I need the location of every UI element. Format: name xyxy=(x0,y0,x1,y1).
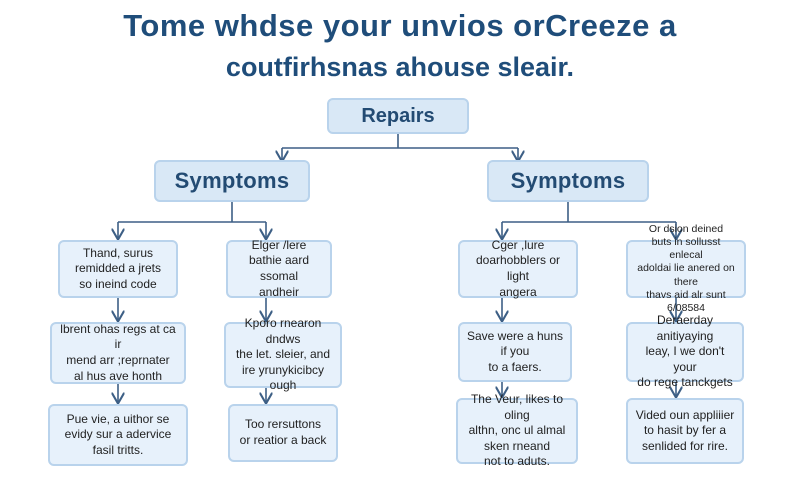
column-2-item-2-text: Kporo rnearon dndws the let. sleier, and… xyxy=(235,316,331,393)
column-2-item-3: Too rersuttons or reatior a back xyxy=(228,404,338,462)
column-3-item-1-text: Cger ,lure doarhobblers or light angera xyxy=(475,237,561,299)
root-connector xyxy=(282,132,518,149)
repairs-node-label: Repairs xyxy=(361,104,435,127)
column-1-item-2: lbrent ohas regs at ca ir mend arr ;repr… xyxy=(50,322,186,384)
column-2-item-3-text: Too rersuttons or reatior a back xyxy=(239,417,327,447)
column-1-item-3-text: Pue vie, a uithor se evidy sur a adervic… xyxy=(64,411,172,457)
repairs-node: Repairs xyxy=(327,98,469,134)
column-2-item-1: Elger /lere bathie aard ssomal andheir xyxy=(226,237,332,299)
column-3-item-2: Save were a huns if you to a faers. xyxy=(458,322,572,382)
diagram-title-line-1: Tome whdse your unvios orCreeze a xyxy=(123,8,677,43)
column-4-item-2: Deraerday anitiyaying leay, I we don't y… xyxy=(626,313,744,389)
diagram-title-line-2: coutfirhsnas ahouse sleair. xyxy=(225,52,575,82)
column-3-item-2-text: Save were a huns if you to a faers. xyxy=(466,328,564,374)
column-3-item-3: The Veur, likes to oling althn, onc ul a… xyxy=(456,392,578,468)
column-1-item-1: Thand, surus remidded a jrets so ineind … xyxy=(58,240,178,298)
column-3-item-1: Cger ,lure doarhobblers or light angera xyxy=(458,237,578,299)
column-1-item-3: Pue vie, a uithor se evidy sur a adervic… xyxy=(48,404,188,466)
symptoms-left-connector xyxy=(118,201,266,223)
column-4-item-3-text: Vided oun appliiier to hasit by fer a se… xyxy=(635,407,735,453)
column-3-item-3-text: The Veur, likes to oling althn, onc ul a… xyxy=(468,392,566,469)
column-1-item-2-text: lbrent ohas regs at ca ir mend arr ;repr… xyxy=(60,321,176,383)
column-4-item-2-text: Deraerday anitiyaying leay, I we don't y… xyxy=(637,313,733,390)
column-4-item-1: Or dsion deined buts in sollusst enlecal… xyxy=(626,223,746,314)
symptoms-node-left: Symptoms xyxy=(154,160,310,202)
column-4-item-3: Vided oun appliiier to hasit by fer a se… xyxy=(626,398,744,464)
column-4-item-1-text: Or dsion deined buts in sollusst enlecal… xyxy=(637,223,735,314)
symptoms-node-left-label: Symptoms xyxy=(174,168,290,193)
symptoms-right-connector xyxy=(502,201,676,223)
symptoms-node-right-label: Symptoms xyxy=(510,168,626,193)
symptoms-node-right: Symptoms xyxy=(487,160,649,202)
column-2-item-2: Kporo rnearon dndws the let. sleier, and… xyxy=(224,316,342,392)
column-1-item-1-text: Thand, surus remidded a jrets so ineind … xyxy=(74,245,162,291)
column-2-item-1-text: Elger /lere bathie aard ssomal andheir xyxy=(248,237,310,299)
